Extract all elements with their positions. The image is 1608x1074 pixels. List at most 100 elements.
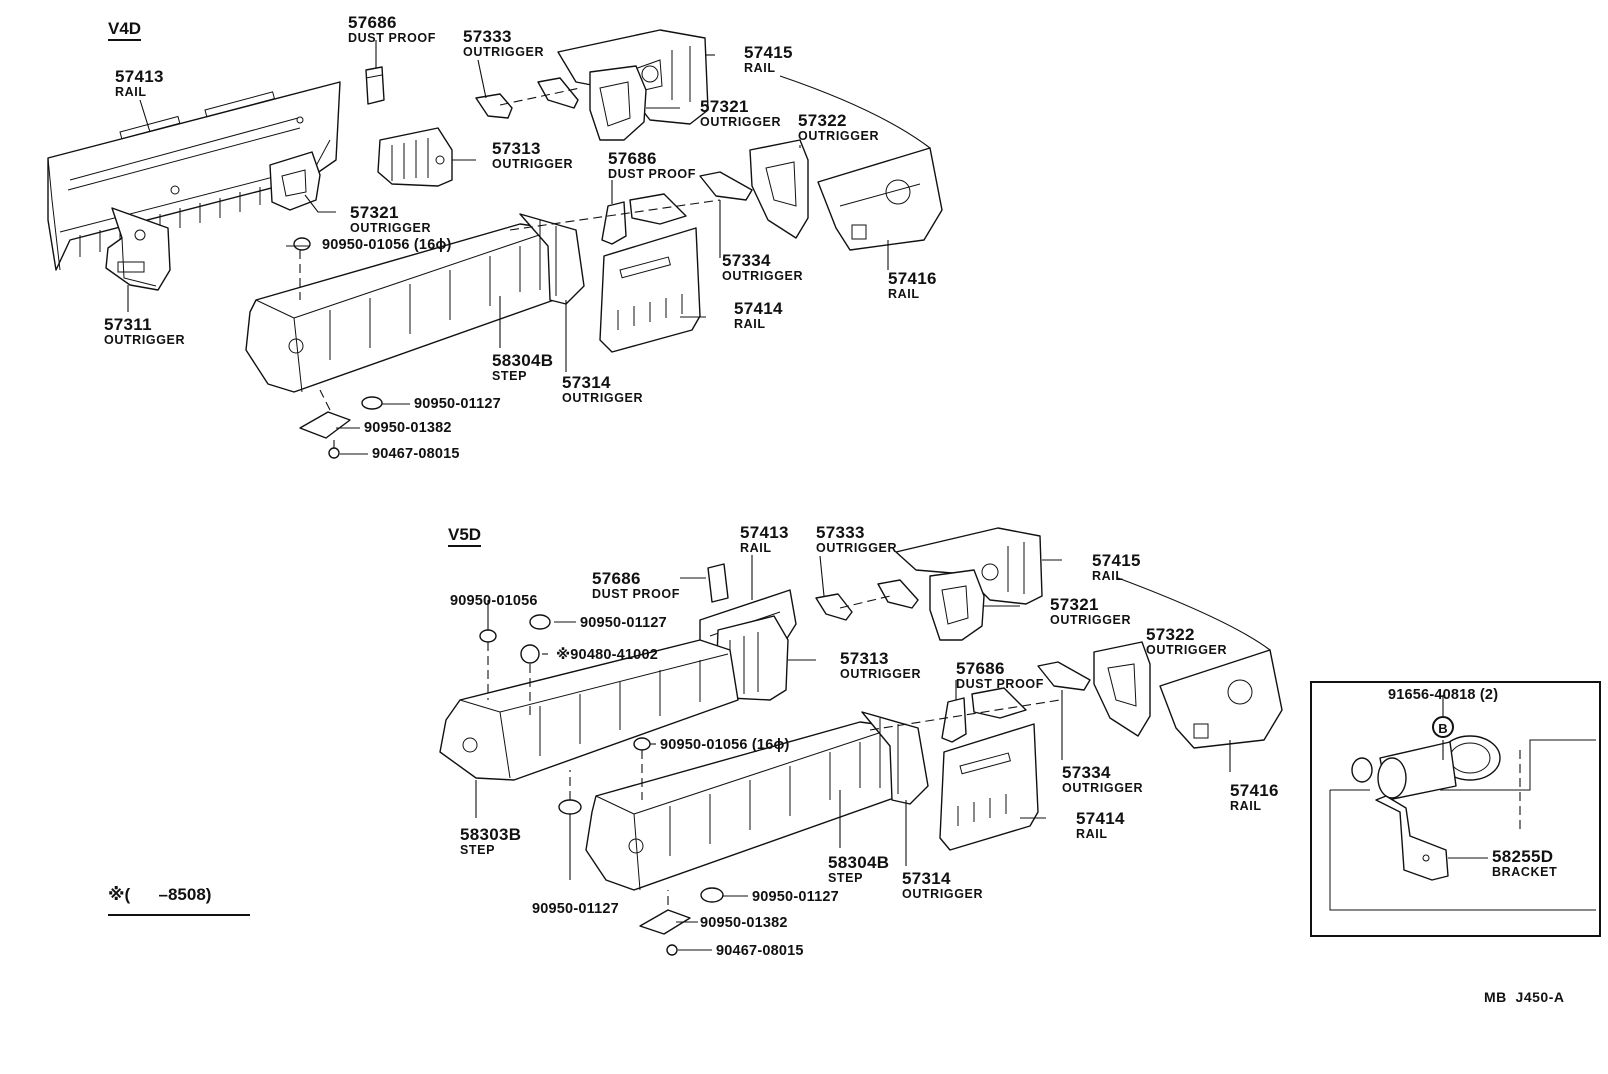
v5d-clip-41002-drawing <box>520 644 540 664</box>
v4d-outrigger-57321-right-drawing <box>589 65 647 141</box>
part-number: 58304B <box>828 853 890 872</box>
part-number: 57416 <box>888 269 937 288</box>
v5d-label-outrigger-57333: 57333 OUTRIGGER <box>816 524 897 555</box>
v5d-rail-57415-drawing <box>895 527 1043 605</box>
v4d-dust-proof-57686-a-drawing <box>365 66 385 105</box>
v4d-plug-16-drawing <box>293 237 311 251</box>
v5d-label-plug-01056: 90950-01056 <box>450 593 538 609</box>
v5d-label-step-58304b: 58304B STEP <box>828 854 889 885</box>
v5d-label-rail-57416: 57416 RAIL <box>1230 782 1279 813</box>
v5d-rail-57414-drawing <box>939 723 1039 851</box>
v5d-label-rail-57415: 57415 RAIL <box>1092 552 1141 583</box>
v5d-rail-57416-drawing <box>1159 649 1283 749</box>
part-number: 57414 <box>1076 809 1125 828</box>
part-number: 57334 <box>1062 763 1111 782</box>
part-name: RAIL <box>888 287 920 301</box>
part-name: DUST PROOF <box>348 31 436 45</box>
v5d-bracket-floor-drawing <box>971 687 1027 719</box>
v4d-plug-01382-drawing <box>299 411 351 439</box>
v4d-plug-01127-drawing <box>361 396 383 410</box>
v4d-screw-drawing <box>328 447 340 459</box>
v4d-bracket-floor-drawing <box>629 193 687 225</box>
v5d-outrigger-57321-drawing <box>929 569 985 641</box>
part-number: 57686 <box>608 149 657 168</box>
v4d-outrigger-57311-drawing <box>105 207 171 291</box>
footnote-date-range: ※( –8508) <box>108 885 212 904</box>
v4d-label-plug-16: 90950-01056 (16ϕ) <box>322 237 452 253</box>
v5d-label-plug-01382: 90950-01382 <box>700 915 788 931</box>
part-name: OUTRIGGER <box>798 129 880 143</box>
part-number: 58304B <box>492 351 554 370</box>
v5d-plug-01127-right-drawing <box>700 887 724 903</box>
v5d-plug-01127-top-drawing <box>529 614 551 630</box>
part-name: RAIL <box>1092 569 1124 583</box>
v5d-outrigger-57333-drawing <box>815 593 853 621</box>
inset-bracket-drawing <box>1329 695 1596 911</box>
part-number: 57413 <box>115 67 164 86</box>
part-number: 57415 <box>744 43 793 62</box>
inset-detail-box <box>1310 681 1601 937</box>
part-name: OUTRIGGER <box>104 333 186 347</box>
v4d-label-dust-proof-a: 57686 DUST PROOF <box>348 14 436 45</box>
v5d-label-outrigger-57321: 57321 OUTRIGGER <box>1050 596 1131 627</box>
part-number: 57314 <box>562 373 611 392</box>
part-name: OUTRIGGER <box>1146 643 1228 657</box>
v4d-label-plug-01382: 90950-01382 <box>364 420 452 436</box>
v4d-outrigger-57321-left-drawing <box>269 151 321 211</box>
v5d-label-outrigger-57314: 57314 OUTRIGGER <box>902 870 983 901</box>
part-name: OUTRIGGER <box>840 667 922 681</box>
v4d-dust-proof-57686-b-drawing <box>601 201 627 245</box>
part-name: OUTRIGGER <box>492 157 574 171</box>
inset-circle-marker: B <box>1432 716 1454 738</box>
part-number: 57686 <box>956 659 1005 678</box>
v5d-outrigger-57334-drawing <box>1037 661 1091 691</box>
v5d-label-dust-proof-b: 57686 DUST PROOF <box>956 660 1044 691</box>
section-title-v4d: V4D <box>108 20 142 41</box>
v4d-label-dust-proof-b: 57686 DUST PROOF <box>608 150 696 181</box>
v4d-rail-57416-drawing <box>817 147 943 251</box>
v5d-step-58303b-drawing <box>439 639 739 781</box>
part-name: RAIL <box>744 61 776 75</box>
part-name: OUTRIGGER <box>700 115 782 129</box>
v5d-plug-01127-left-drawing <box>558 799 582 815</box>
v4d-outrigger-57322-drawing <box>749 139 809 239</box>
inset-label-part-top: 91656-40818 (2) <box>1388 687 1499 703</box>
part-name: RAIL <box>734 317 766 331</box>
part-number: 57314 <box>902 869 951 888</box>
v4d-outrigger-57333-drawing <box>475 93 513 119</box>
v5d-label-plug-01127-right: 90950-01127 <box>752 889 839 905</box>
part-number: 57322 <box>798 111 847 130</box>
section-title-v5d: V5D <box>448 526 482 547</box>
v5d-label-plug-01127-top: 90950-01127 <box>580 615 667 631</box>
part-number: 57415 <box>1092 551 1141 570</box>
v4d-label-screw-08015: 90467-08015 <box>372 446 460 462</box>
v5d-label-clip-41002: ※90480-41002 <box>556 647 658 663</box>
part-name: STEP <box>460 843 496 857</box>
v4d-label-outrigger-57322: 57322 OUTRIGGER <box>798 112 879 143</box>
v4d-label-rail-57415: 57415 RAIL <box>744 44 793 75</box>
v5d-label-plug-16: 90950-01056 (16ϕ) <box>660 737 790 753</box>
inset-label-bracket: 58255D BRACKET <box>1492 848 1557 879</box>
v4d-label-step-58304b: 58304B STEP <box>492 352 553 383</box>
v5d-label-outrigger-57313: 57313 OUTRIGGER <box>840 650 921 681</box>
reference-code: MB J450-A <box>1484 989 1565 1005</box>
v5d-plug-16-drawing <box>633 737 651 751</box>
v4d-label-outrigger-57314: 57314 OUTRIGGER <box>562 374 643 405</box>
v4d-label-outrigger-57333: 57333 OUTRIGGER <box>463 28 544 59</box>
v4d-rail-57414-drawing <box>599 227 701 353</box>
part-number: 57413 <box>740 523 789 542</box>
part-number: 57333 <box>463 27 512 46</box>
v4d-label-outrigger-57334: 57334 OUTRIGGER <box>722 252 803 283</box>
part-name: OUTRIGGER <box>902 887 984 901</box>
v5d-small-bracket-drawing <box>877 579 919 609</box>
part-number: 57686 <box>348 13 397 32</box>
v5d-plug-01056-drawing <box>479 629 497 643</box>
part-number: 57321 <box>1050 595 1099 614</box>
part-number: 57321 <box>700 97 749 116</box>
v5d-plug-01382-drawing <box>639 909 691 935</box>
part-name: RAIL <box>1076 827 1108 841</box>
part-name: STEP <box>492 369 528 383</box>
part-name: STEP <box>828 871 864 885</box>
v5d-outrigger-57314-drawing <box>861 711 929 805</box>
